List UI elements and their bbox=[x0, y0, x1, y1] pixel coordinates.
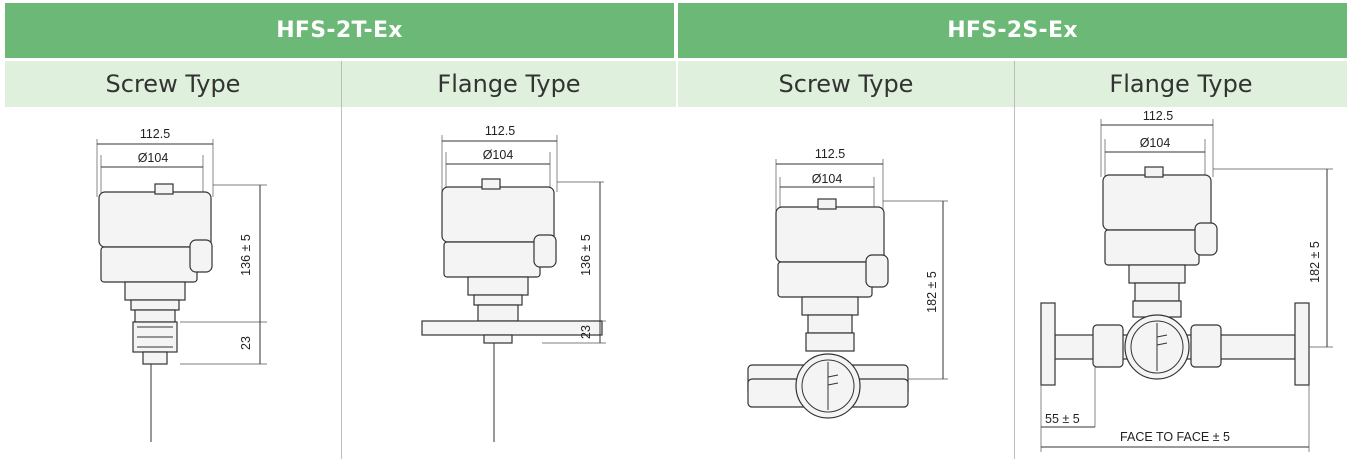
subheader-t-flange: Flange Type bbox=[342, 61, 678, 107]
dim-width: 112.5 bbox=[1143, 109, 1173, 123]
dim-s-height: 182 ± 5 bbox=[1308, 241, 1322, 283]
dim-diameter: Ø104 bbox=[483, 148, 514, 162]
dim-width: 112.5 bbox=[815, 147, 845, 161]
dim-face-to-face: FACE TO FACE ± 5 bbox=[1120, 430, 1230, 444]
subheader-s-flange: Flange Type bbox=[1015, 61, 1347, 107]
subheader-s-screw: Screw Type bbox=[678, 61, 1015, 107]
dim-t-height: 136 ± 5 bbox=[579, 234, 593, 276]
dim-s-offset: 55 ± 5 bbox=[1045, 412, 1080, 426]
subheader-row: Screw Type Flange Type Screw Type Flange… bbox=[5, 61, 1347, 107]
dim-t-lower: 23 bbox=[239, 336, 253, 350]
group-header-hfs-2t-ex: HFS-2T-Ex bbox=[5, 3, 678, 58]
dim-width: 112.5 bbox=[485, 124, 515, 138]
dim-diameter: Ø104 bbox=[138, 151, 169, 165]
dim-diameter: Ø104 bbox=[812, 172, 843, 186]
drawing-s-screw: 112.5 Ø104 182 ± 5 bbox=[678, 107, 1015, 459]
drawing-t-screw: 112.5 Ø104 136 ± 5 23 bbox=[5, 107, 342, 459]
drawing-t-flange: 112.5 Ø104 136 ± 5 23 bbox=[342, 107, 678, 459]
group-header-row: HFS-2T-Ex HFS-2S-Ex bbox=[5, 3, 1347, 58]
drawing-row: 112.5 Ø104 136 ± 5 23 bbox=[5, 107, 1347, 459]
dim-t-lower: 23 bbox=[579, 325, 593, 339]
dim-t-height: 136 ± 5 bbox=[239, 234, 253, 276]
dim-diameter: Ø104 bbox=[1140, 136, 1171, 150]
subheader-t-screw: Screw Type bbox=[5, 61, 342, 107]
group-header-hfs-2s-ex: HFS-2S-Ex bbox=[678, 3, 1347, 58]
dim-width: 112.5 bbox=[140, 127, 170, 141]
dim-s-height: 182 ± 5 bbox=[925, 271, 939, 313]
drawing-s-flange: 112.5 Ø104 182 ± 5 bbox=[1015, 107, 1347, 459]
